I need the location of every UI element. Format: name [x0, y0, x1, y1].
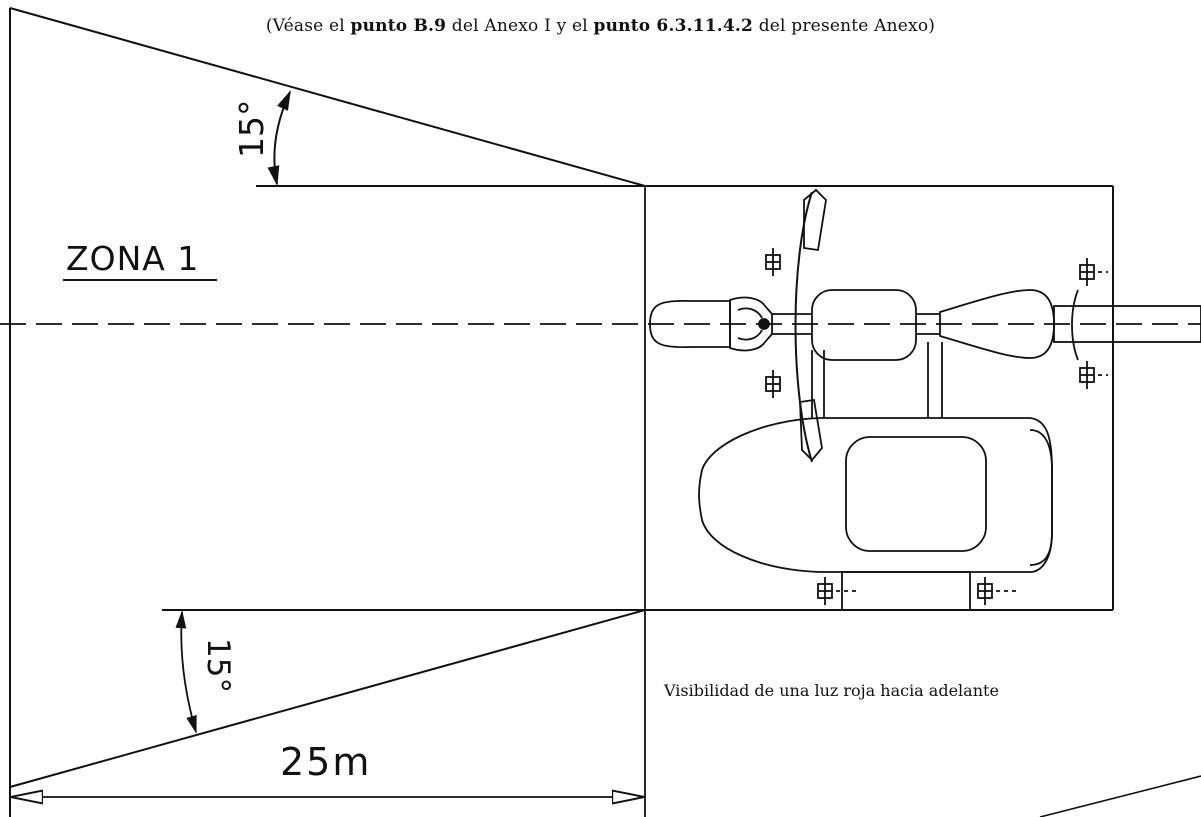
- corner-fragment-line: [1039, 775, 1201, 817]
- zone-label: ZONA 1: [66, 239, 200, 278]
- distance-label: 25m: [280, 740, 372, 784]
- figure-caption: Visibilidad de una luz roja hacia adelan…: [664, 681, 999, 700]
- lower-boundary-line: [9, 609, 646, 788]
- zone-label-underline: [63, 279, 217, 281]
- motorcycle-sidecar-icon: [649, 188, 1201, 611]
- upper-angle-label: 15°: [232, 99, 271, 159]
- bottom-angle-arc: [175, 610, 197, 734]
- upper-boundary-line: [9, 7, 646, 187]
- reference-note: (Véase el punto B.9 del Anexo I y el pun…: [265, 16, 936, 36]
- top-angle-arc: [267, 90, 291, 186]
- lower-angle-label: 15°: [200, 638, 236, 693]
